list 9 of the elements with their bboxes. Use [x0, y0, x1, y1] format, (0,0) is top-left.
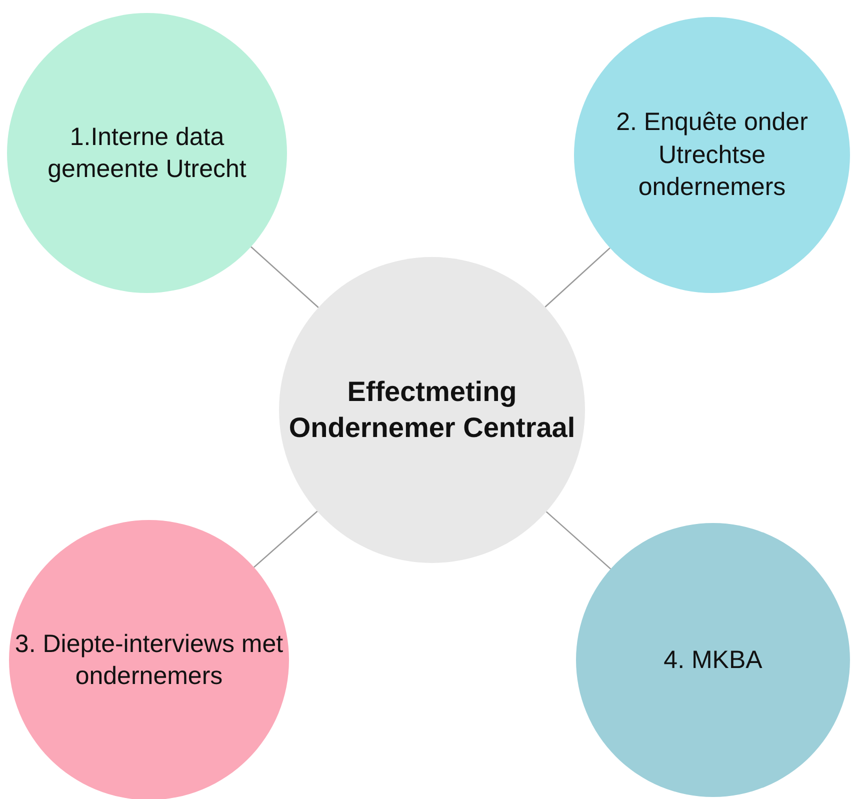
node-text: 4. MKBA: [664, 644, 762, 676]
node-text: 2. Enquête onder Utrechtse ondernemers: [615, 107, 809, 204]
connector-line: [250, 246, 319, 308]
connector-line: [544, 247, 610, 308]
node-text: 3. Diepte-interviews met ondernemers: [14, 628, 284, 692]
node-text: 1.Interne data gemeente Utrecht: [46, 122, 248, 185]
connector-line: [546, 511, 612, 570]
title-text: Effectmeting Ondernemer Centraal: [288, 374, 576, 445]
connector-line: [254, 510, 318, 568]
